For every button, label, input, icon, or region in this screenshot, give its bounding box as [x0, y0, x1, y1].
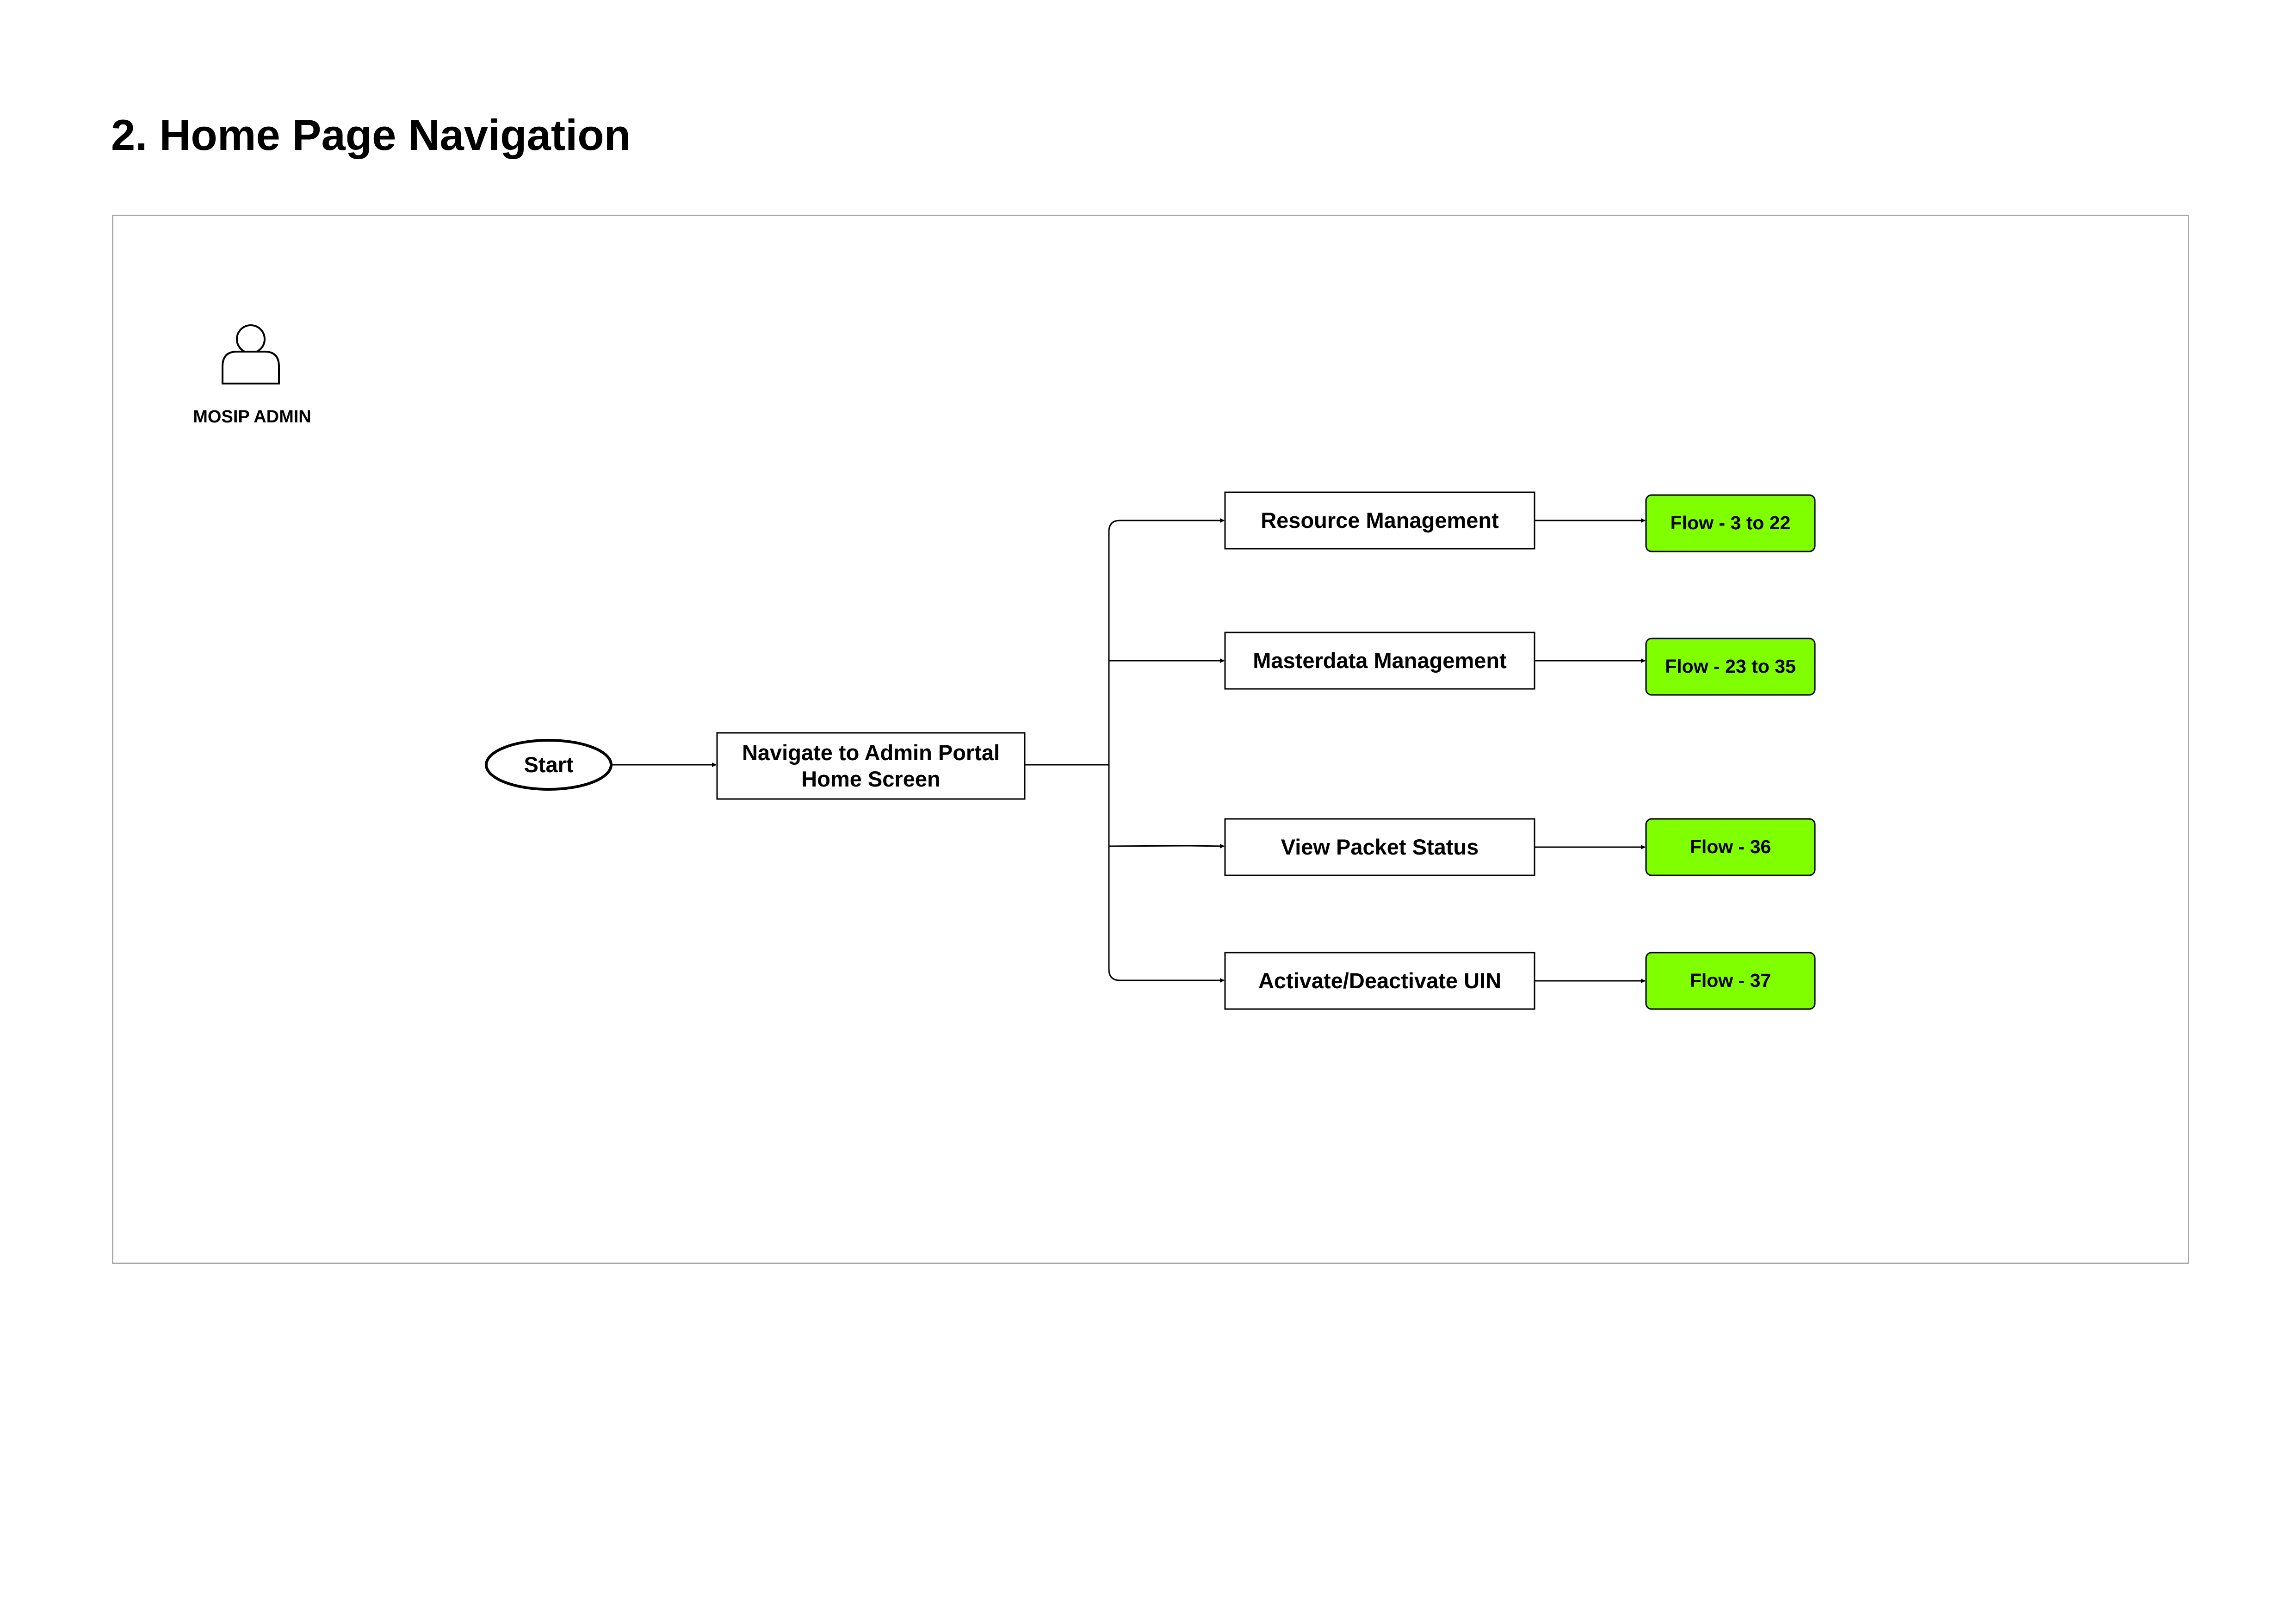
- flow-box-3: [1645, 818, 1816, 876]
- flow-label-4: Flow - 37: [1690, 970, 1771, 991]
- flow-box-4: [1645, 952, 1816, 1010]
- flow-boxes: [1645, 494, 1816, 1010]
- activate-deactivate-uin-label: Activate/Deactivate UIN: [1258, 968, 1502, 993]
- user-icon: [222, 324, 280, 384]
- branch-boxes: [1224, 491, 1535, 1010]
- page-title: 2. Home Page Navigation: [111, 111, 631, 159]
- start-label: Start: [524, 752, 574, 777]
- view-packet-status-box: [1224, 818, 1535, 876]
- flow-label-1: Flow - 3 to 22: [1670, 512, 1791, 534]
- navigate-label: Navigate to Admin Portal Home Screen: [742, 740, 1000, 791]
- masterdata-management-box: [1224, 632, 1535, 690]
- view-packet-status-label: View Packet Status: [1281, 834, 1479, 859]
- navigate-box: [716, 732, 1026, 800]
- connectors: [611, 518, 1646, 983]
- resource-management-box: [1224, 491, 1535, 550]
- diagram-frame: [112, 215, 2189, 1264]
- flow-box-2: [1645, 638, 1816, 696]
- masterdata-management-label: Masterdata Management: [1253, 648, 1507, 673]
- activate-deactivate-uin-box: [1224, 952, 1535, 1010]
- actor-label: MOSIP ADMIN: [193, 407, 311, 427]
- flow-label-3: Flow - 36: [1690, 836, 1771, 858]
- flow-label-2: Flow - 23 to 35: [1665, 656, 1796, 677]
- branch-bottom-connector: [1108, 969, 1225, 983]
- flow-box-1: [1645, 494, 1816, 552]
- branch-trunk: [1108, 518, 1225, 532]
- resource-management-label: Resource Management: [1261, 508, 1499, 533]
